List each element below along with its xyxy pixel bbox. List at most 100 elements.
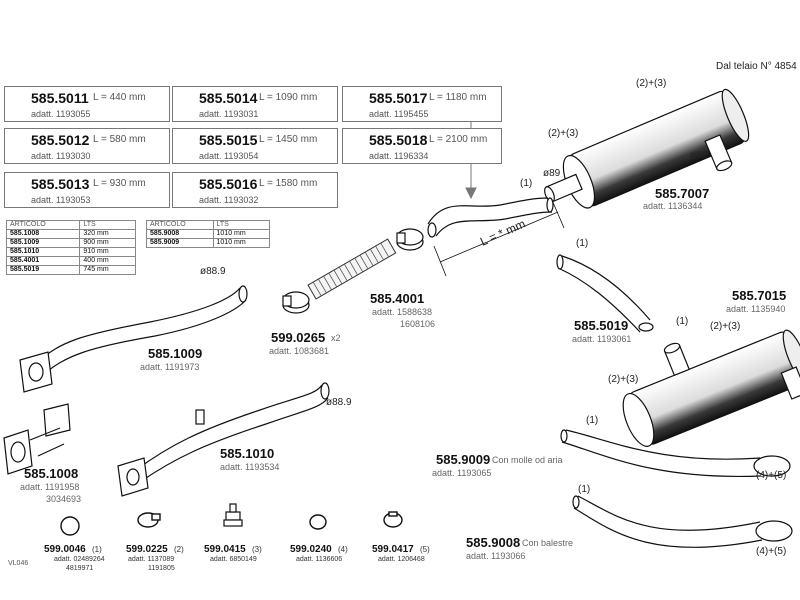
table-cell: 320 mm [79, 229, 136, 239]
small-clamp-0046 [60, 516, 80, 536]
length-box-length: L = 580 mm [93, 134, 146, 145]
frame-note: Dal telaio N° 4854 [716, 61, 797, 72]
flex-pipe-585-4001 [307, 238, 397, 300]
length-box-length: L = 440 mm [93, 92, 146, 103]
length-box-adapt: adatt. 1193054 [199, 151, 259, 161]
tailpipe-585-9008 [572, 495, 793, 548]
table-row: 585.4001 400 mm [5, 256, 136, 266]
table-header-cell: LTS [212, 220, 271, 230]
pipe-585-1008 [3, 403, 71, 475]
length-box-length: L = 1180 mm [429, 92, 487, 103]
part-code-585-1009: 585.1009 [148, 346, 203, 361]
pipe-585-5019 [556, 254, 654, 333]
table-cell: 585.1009 [5, 238, 81, 248]
table-header-cell: ARTICOLO [146, 220, 214, 230]
part-adapt-585-9008: adatt. 1193066 [466, 551, 526, 561]
clamp-adapt: adatt. 1136606 [296, 556, 343, 563]
length-box-code: 585.5017 [369, 90, 428, 106]
muffler-7007-outlet-diameter: ø89 [690, 150, 708, 161]
length-box-585-5011: 585.5011 L = 440 mm adatt. 1193055 [4, 86, 170, 122]
part-adapt-585-9009: adatt. 1193065 [432, 468, 492, 478]
clamp-note: (2) [174, 545, 184, 554]
length-box-585-5018: 585.5018 L = 2100 mm adatt. 1196334 [342, 128, 502, 164]
part-code-585-4001: 585.4001 [370, 291, 425, 306]
table-cell: 1010 mm [212, 229, 271, 239]
small-clamp-0240 [309, 514, 327, 530]
tailpipe-9008-note-right: (4)+(5) [756, 546, 787, 557]
length-box-585-5012: 585.5012 L = 580 mm adatt. 1193030 [4, 128, 170, 164]
length-box-length: L = 1450 mm [259, 134, 318, 145]
pipe-1009-diameter: ø88.9 [200, 266, 226, 277]
length-box-585-5013: 585.5013 L = 930 mm adatt. 1193053 [4, 172, 170, 208]
length-box-adapt: adatt. 1193031 [199, 109, 259, 119]
table-cell: 1010 mm [212, 238, 271, 248]
clamp-adapt2: 4819971 [66, 565, 94, 572]
length-box-length: L = 1580 mm [259, 178, 318, 189]
tailpipe-9009-note-right: (4)+(5) [756, 470, 787, 481]
clamp-note: (1) [92, 545, 102, 554]
table-row: 585.1008 320 mm [5, 229, 136, 239]
table-header-cell: LTS [79, 220, 136, 230]
part-adapt-585-1009: adatt. 1191973 [140, 362, 200, 372]
clamp-adapt2: 1191805 [148, 565, 175, 572]
clamp-note: (5) [420, 545, 430, 554]
length-box-585-5014: 585.5014 L = 1090 mm adatt. 1193031 [172, 86, 338, 122]
table-row: 585.5019 745 mm [5, 265, 136, 275]
pipe-5019-note-bottom: (1) [676, 316, 689, 327]
part-code-599-0265: 599.0265 [271, 330, 326, 345]
part-code-585-9009: 585.9009 [436, 452, 491, 467]
part-desc-585-9009: Con molle od aria [492, 455, 563, 465]
length-box-585-5015: 585.5015 L = 1450 mm adatt. 1193054 [172, 128, 338, 164]
muffler-585-7015 [622, 329, 800, 447]
part-adapt2-585-1008: 3034693 [46, 494, 82, 504]
length-box-adapt: adatt. 1193032 [199, 195, 259, 205]
lengths-table-1: ARTICOLO LTS 585.1008 320 mm 585.1009 90… [5, 220, 136, 275]
pipe-585-1009 [19, 285, 248, 393]
part-adapt-585-1010: adatt. 1193534 [220, 462, 280, 472]
table-row: 585.1009 900 mm [5, 238, 136, 248]
length-box-code: 585.5011 [31, 90, 89, 106]
tailpipe-9008-note-left: (1) [578, 484, 591, 495]
tailpipe-9009-note-left: (1) [586, 415, 599, 426]
part-adapt-585-4001: adatt. 1588638 [372, 307, 433, 317]
table-row: 585.9009 1010 mm [146, 238, 271, 248]
part-adapt-585-7015: adatt. 1135940 [726, 304, 786, 314]
part-code-585-9008: 585.9008 [466, 535, 521, 550]
table-cell: 585.9009 [146, 238, 214, 248]
length-box-code: 585.5016 [199, 176, 258, 192]
part-code-585-7015: 585.7015 [732, 288, 787, 303]
part-code-585-1010: 585.1010 [220, 446, 275, 461]
length-box-585-5017: 585.5017 L = 1180 mm adatt. 1195455 [342, 86, 502, 122]
table-row: 585.9008 1010 mm [146, 229, 271, 239]
pipe-L-note: (1) [520, 178, 533, 189]
small-clamp-0415 [223, 503, 243, 527]
table-header-row: ARTICOLO LTS [146, 220, 271, 230]
table-header-row: ARTICOLO LTS [5, 220, 136, 230]
clamps-599-0265 [282, 228, 424, 314]
pipe-1010-diameter: ø88.9 [326, 397, 352, 408]
part-code-585-1008: 585.1008 [24, 466, 79, 481]
muffler-7007-inlet-diameter: ø89 [543, 168, 561, 179]
footer-ref: VL046 [8, 560, 29, 567]
table-cell: 585.5019 [5, 265, 81, 275]
part-adapt-585-7007: adatt. 1136344 [643, 201, 703, 211]
table-header-cell: ARTICOLO [5, 220, 81, 230]
table-cell: 585.9008 [146, 229, 214, 239]
length-box-adapt: adatt. 1196334 [369, 151, 429, 161]
part-code-585-7007: 585.7007 [655, 186, 710, 201]
part-desc-585-9008: Con balestre [522, 538, 574, 548]
muffler-585-7007 [544, 88, 750, 209]
pipe-585-1010 [117, 382, 330, 497]
part-qty-599-0265: x2 [331, 333, 341, 343]
clamp-adapt: adatt. 6850149 [210, 556, 257, 563]
part-code-585-5019: 585.5019 [574, 318, 629, 333]
clamp-code: 599.0225 [126, 544, 168, 555]
muffler-7007-note-top: (2)+(3) [636, 78, 667, 89]
table-cell: 400 mm [79, 256, 136, 266]
pipe-length-L [427, 197, 565, 277]
clamp-code: 599.0417 [372, 544, 414, 555]
small-clamp-0225 [137, 512, 161, 528]
length-box-adapt: adatt. 1193055 [31, 109, 91, 119]
muffler-7015-note-right: (2)+(3) [710, 321, 741, 332]
length-box-code: 585.5012 [31, 132, 90, 148]
